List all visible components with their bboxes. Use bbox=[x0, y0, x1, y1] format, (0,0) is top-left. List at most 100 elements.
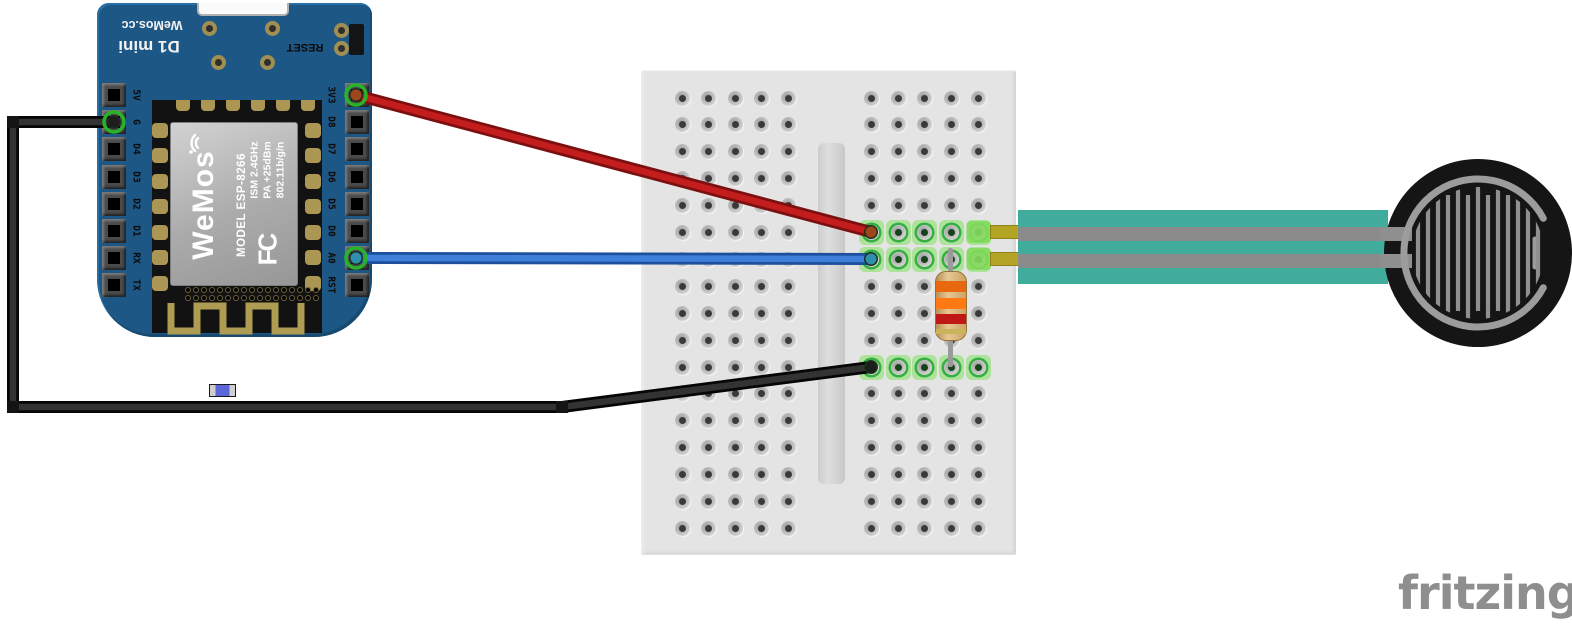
breadboard-hole[interactable] bbox=[916, 278, 932, 294]
breadboard-hole[interactable] bbox=[863, 117, 879, 133]
breadboard-hole[interactable] bbox=[890, 359, 906, 375]
breadboard-hole[interactable] bbox=[780, 305, 796, 321]
pin-D4[interactable] bbox=[102, 137, 126, 162]
breadboard-hole[interactable] bbox=[890, 467, 906, 483]
breadboard-hole[interactable] bbox=[674, 359, 690, 375]
pin-D8[interactable] bbox=[345, 110, 369, 135]
breadboard-hole[interactable] bbox=[753, 278, 769, 294]
breadboard-hole[interactable] bbox=[780, 225, 796, 240]
breadboard-hole[interactable] bbox=[916, 386, 932, 402]
breadboard-hole[interactable] bbox=[916, 171, 932, 187]
breadboard-hole[interactable] bbox=[916, 198, 932, 214]
breadboard-hole[interactable] bbox=[970, 494, 986, 509]
breadboard-hole[interactable] bbox=[863, 278, 879, 294]
breadboard-hole[interactable] bbox=[970, 305, 986, 321]
breadboard-hole[interactable] bbox=[753, 117, 769, 133]
breadboard-hole[interactable] bbox=[916, 440, 932, 456]
breadboard-hole[interactable] bbox=[890, 305, 906, 321]
breadboard-hole[interactable] bbox=[727, 171, 743, 187]
breadboard-hole[interactable] bbox=[970, 144, 986, 160]
breadboard-hole[interactable] bbox=[890, 413, 906, 429]
pin-D3[interactable] bbox=[102, 164, 126, 189]
breadboard-hole[interactable] bbox=[700, 332, 716, 348]
breadboard-hole[interactable] bbox=[916, 467, 932, 483]
breadboard-hole[interactable] bbox=[970, 278, 986, 294]
breadboard-hole[interactable] bbox=[863, 305, 879, 321]
breadboard-hole[interactable] bbox=[753, 359, 769, 375]
breadboard-hole[interactable] bbox=[943, 171, 959, 187]
breadboard-hole[interactable] bbox=[970, 332, 986, 348]
breadboard-hole[interactable] bbox=[943, 467, 959, 483]
breadboard-hole[interactable] bbox=[700, 440, 716, 456]
breadboard-hole[interactable] bbox=[970, 467, 986, 483]
breadboard-hole[interactable] bbox=[753, 225, 769, 240]
breadboard-hole[interactable] bbox=[674, 144, 690, 160]
breadboard-hole[interactable] bbox=[674, 494, 690, 509]
breadboard-hole[interactable] bbox=[970, 386, 986, 402]
wire-bendpoint[interactable] bbox=[556, 401, 568, 413]
breadboard-hole[interactable] bbox=[780, 117, 796, 133]
breadboard-hole[interactable] bbox=[943, 225, 959, 240]
breadboard-hole[interactable] bbox=[890, 144, 906, 160]
breadboard-hole[interactable] bbox=[700, 198, 716, 214]
breadboard-hole[interactable] bbox=[863, 332, 879, 348]
breadboard-hole[interactable] bbox=[970, 359, 986, 375]
breadboard-hole[interactable] bbox=[700, 117, 716, 133]
pin-5V[interactable] bbox=[102, 83, 126, 107]
breadboard-hole[interactable] bbox=[890, 117, 906, 133]
breadboard-hole[interactable] bbox=[727, 520, 743, 536]
breadboard-hole[interactable] bbox=[890, 225, 906, 240]
breadboard-hole[interactable] bbox=[780, 359, 796, 375]
breadboard-hole[interactable] bbox=[674, 117, 690, 133]
breadboard-hole[interactable] bbox=[943, 440, 959, 456]
breadboard-hole[interactable] bbox=[780, 440, 796, 456]
breadboard-hole[interactable] bbox=[916, 117, 932, 133]
breadboard-hole[interactable] bbox=[674, 467, 690, 483]
breadboard-hole[interactable] bbox=[890, 386, 906, 402]
breadboard-hole[interactable] bbox=[674, 90, 690, 106]
breadboard-hole[interactable] bbox=[970, 198, 986, 214]
breadboard-hole[interactable] bbox=[970, 413, 986, 429]
breadboard-hole[interactable] bbox=[727, 117, 743, 133]
breadboard-hole[interactable] bbox=[890, 198, 906, 214]
breadboard-hole[interactable] bbox=[700, 305, 716, 321]
breadboard-hole[interactable] bbox=[916, 359, 932, 375]
breadboard-hole[interactable] bbox=[890, 494, 906, 509]
breadboard-hole[interactable] bbox=[780, 171, 796, 187]
breadboard-hole[interactable] bbox=[727, 332, 743, 348]
breadboard-hole[interactable] bbox=[674, 332, 690, 348]
breadboard-hole[interactable] bbox=[727, 467, 743, 483]
breadboard-hole[interactable] bbox=[916, 305, 932, 321]
breadboard-hole[interactable] bbox=[943, 520, 959, 536]
breadboard-hole[interactable] bbox=[780, 494, 796, 509]
pin-D1[interactable] bbox=[102, 219, 126, 243]
breadboard-hole[interactable] bbox=[674, 520, 690, 536]
breadboard-hole[interactable] bbox=[780, 386, 796, 402]
breadboard-hole[interactable] bbox=[727, 144, 743, 160]
breadboard-hole[interactable] bbox=[916, 251, 932, 267]
breadboard-hole[interactable] bbox=[890, 440, 906, 456]
breadboard-hole[interactable] bbox=[700, 225, 716, 240]
reset-button[interactable] bbox=[349, 24, 364, 55]
pin-RX[interactable] bbox=[102, 246, 126, 271]
breadboard-hole[interactable] bbox=[890, 278, 906, 294]
pin-D0[interactable] bbox=[345, 219, 369, 243]
breadboard-hole[interactable] bbox=[780, 278, 796, 294]
breadboard-hole[interactable] bbox=[890, 520, 906, 536]
wire-bendpoint[interactable] bbox=[7, 116, 19, 128]
breadboard-hole[interactable] bbox=[753, 440, 769, 456]
breadboard-hole[interactable] bbox=[863, 90, 879, 106]
breadboard-hole[interactable] bbox=[753, 413, 769, 429]
breadboard-hole[interactable] bbox=[943, 359, 959, 375]
breadboard-hole[interactable] bbox=[916, 90, 932, 106]
breadboard-hole[interactable] bbox=[916, 494, 932, 509]
breadboard-hole[interactable] bbox=[727, 359, 743, 375]
breadboard-hole[interactable] bbox=[753, 332, 769, 348]
pin-TX[interactable] bbox=[102, 273, 126, 298]
breadboard-hole[interactable] bbox=[970, 520, 986, 536]
breadboard-hole[interactable] bbox=[780, 413, 796, 429]
breadboard-hole[interactable] bbox=[780, 467, 796, 483]
breadboard-hole[interactable] bbox=[727, 305, 743, 321]
breadboard-hole[interactable] bbox=[700, 520, 716, 536]
breadboard-hole[interactable] bbox=[890, 90, 906, 106]
